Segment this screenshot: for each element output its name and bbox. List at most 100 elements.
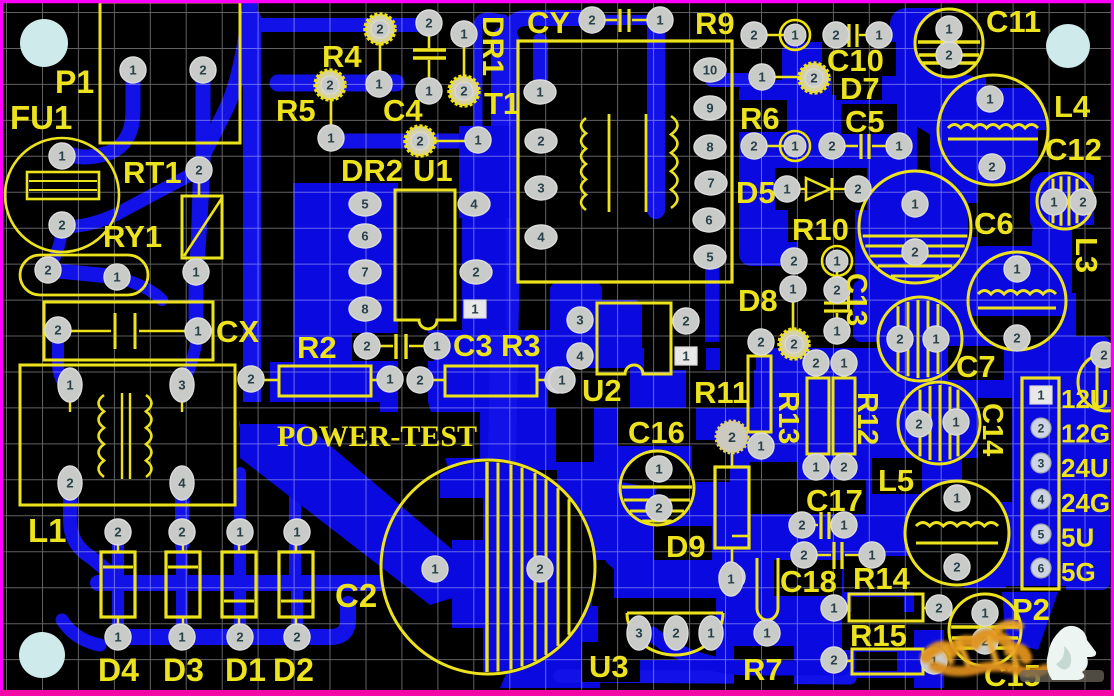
svg-text:2: 2 bbox=[790, 254, 797, 269]
svg-text:9: 9 bbox=[706, 101, 713, 116]
svg-text:C16: C16 bbox=[628, 415, 685, 450]
svg-text:1: 1 bbox=[114, 630, 121, 645]
svg-text:CY: CY bbox=[527, 5, 570, 40]
svg-text:2: 2 bbox=[236, 630, 243, 645]
svg-text:1: 1 bbox=[656, 13, 663, 28]
svg-text:2: 2 bbox=[1079, 195, 1086, 210]
svg-text:2: 2 bbox=[536, 562, 543, 577]
svg-text:2: 2 bbox=[812, 356, 819, 371]
svg-text:R4: R4 bbox=[322, 39, 362, 74]
svg-text:1: 1 bbox=[66, 378, 73, 393]
svg-text:R7: R7 bbox=[743, 652, 783, 687]
svg-text:1: 1 bbox=[178, 630, 185, 645]
svg-text:5: 5 bbox=[1038, 527, 1045, 541]
svg-text:2: 2 bbox=[896, 332, 903, 347]
svg-text:2: 2 bbox=[247, 372, 254, 387]
svg-text:2: 2 bbox=[416, 373, 423, 388]
svg-text:2: 2 bbox=[915, 417, 922, 432]
svg-text:1: 1 bbox=[981, 606, 988, 621]
svg-text:2: 2 bbox=[537, 134, 544, 149]
svg-text:4: 4 bbox=[178, 476, 186, 491]
svg-text:5U: 5U bbox=[1061, 522, 1094, 552]
svg-text:24U: 24U bbox=[1061, 453, 1109, 483]
svg-text:2: 2 bbox=[672, 626, 679, 641]
svg-text:1: 1 bbox=[558, 373, 565, 388]
svg-text:U3: U3 bbox=[589, 649, 629, 684]
svg-text:1: 1 bbox=[952, 415, 959, 430]
svg-text:C6: C6 bbox=[974, 206, 1014, 241]
svg-text:R6: R6 bbox=[740, 101, 780, 136]
svg-text:1: 1 bbox=[707, 626, 714, 641]
svg-text:3: 3 bbox=[1038, 456, 1045, 470]
svg-text:2: 2 bbox=[1013, 331, 1020, 346]
svg-text:POWER-TEST: POWER-TEST bbox=[277, 420, 477, 453]
svg-text:C7: C7 bbox=[956, 349, 996, 384]
svg-text:1: 1 bbox=[682, 349, 689, 364]
svg-text:2: 2 bbox=[195, 163, 202, 178]
svg-text:R3: R3 bbox=[501, 328, 541, 363]
svg-text:4: 4 bbox=[1038, 492, 1045, 506]
svg-text:L4: L4 bbox=[1054, 89, 1091, 124]
svg-text:D9: D9 bbox=[666, 529, 706, 564]
svg-text:10: 10 bbox=[703, 63, 717, 78]
svg-text:C10: C10 bbox=[827, 43, 884, 78]
svg-text:1: 1 bbox=[757, 439, 764, 454]
svg-text:2: 2 bbox=[750, 139, 757, 154]
svg-text:2: 2 bbox=[790, 337, 797, 352]
svg-text:1: 1 bbox=[474, 133, 481, 148]
svg-text:3: 3 bbox=[537, 181, 544, 196]
svg-text:1: 1 bbox=[791, 28, 798, 43]
svg-text:FU1: FU1 bbox=[10, 99, 72, 136]
svg-text:U1: U1 bbox=[413, 153, 453, 188]
svg-text:C4: C4 bbox=[383, 93, 423, 128]
svg-text:24G: 24G bbox=[1061, 488, 1110, 518]
svg-text:D3: D3 bbox=[163, 652, 204, 688]
svg-text:2: 2 bbox=[798, 518, 805, 533]
svg-text:DR2: DR2 bbox=[341, 153, 403, 188]
svg-text:1: 1 bbox=[194, 324, 201, 339]
svg-text:1: 1 bbox=[911, 197, 918, 212]
svg-text:1: 1 bbox=[431, 562, 438, 577]
svg-text:R10: R10 bbox=[792, 212, 849, 247]
svg-text:C5: C5 bbox=[845, 104, 885, 139]
svg-text:8: 8 bbox=[706, 140, 713, 155]
svg-text:1: 1 bbox=[113, 270, 120, 285]
svg-text:1: 1 bbox=[425, 84, 432, 99]
svg-text:7: 7 bbox=[361, 265, 368, 280]
svg-text:1: 1 bbox=[868, 548, 875, 563]
svg-text:R9: R9 bbox=[695, 6, 735, 41]
svg-text:R13: R13 bbox=[772, 391, 804, 444]
svg-text:2: 2 bbox=[728, 429, 736, 445]
svg-text:R11: R11 bbox=[694, 375, 749, 410]
svg-text:3: 3 bbox=[576, 313, 583, 328]
svg-text:RT1: RT1 bbox=[123, 155, 182, 190]
svg-text:L5: L5 bbox=[878, 463, 914, 498]
svg-text:1: 1 bbox=[386, 372, 393, 387]
svg-text:1: 1 bbox=[727, 572, 734, 587]
svg-text:2: 2 bbox=[750, 28, 757, 43]
svg-text:D8: D8 bbox=[738, 283, 778, 318]
svg-text:RY1: RY1 bbox=[103, 219, 162, 254]
svg-text:6: 6 bbox=[1038, 561, 1045, 575]
svg-text:C17: C17 bbox=[806, 483, 863, 518]
svg-text:1: 1 bbox=[1050, 195, 1057, 210]
svg-text:1: 1 bbox=[192, 265, 199, 280]
svg-text:3: 3 bbox=[178, 378, 185, 393]
svg-text:D1: D1 bbox=[225, 652, 266, 688]
svg-text:2: 2 bbox=[682, 314, 689, 329]
svg-text:2: 2 bbox=[460, 84, 467, 99]
svg-text:2: 2 bbox=[1038, 421, 1045, 435]
svg-text:2: 2 bbox=[935, 601, 942, 616]
svg-text:1: 1 bbox=[833, 324, 840, 339]
svg-text:2: 2 bbox=[425, 16, 432, 31]
svg-text:2: 2 bbox=[326, 78, 333, 93]
svg-text:D7: D7 bbox=[840, 71, 880, 106]
svg-text:6: 6 bbox=[705, 213, 712, 228]
svg-text:1: 1 bbox=[433, 339, 440, 354]
svg-text:5: 5 bbox=[706, 250, 713, 265]
svg-text:C2: C2 bbox=[335, 577, 377, 614]
svg-text:P1: P1 bbox=[55, 64, 94, 100]
svg-text:1: 1 bbox=[129, 63, 136, 78]
svg-text:C11: C11 bbox=[986, 4, 1041, 39]
svg-text:2: 2 bbox=[953, 560, 960, 575]
